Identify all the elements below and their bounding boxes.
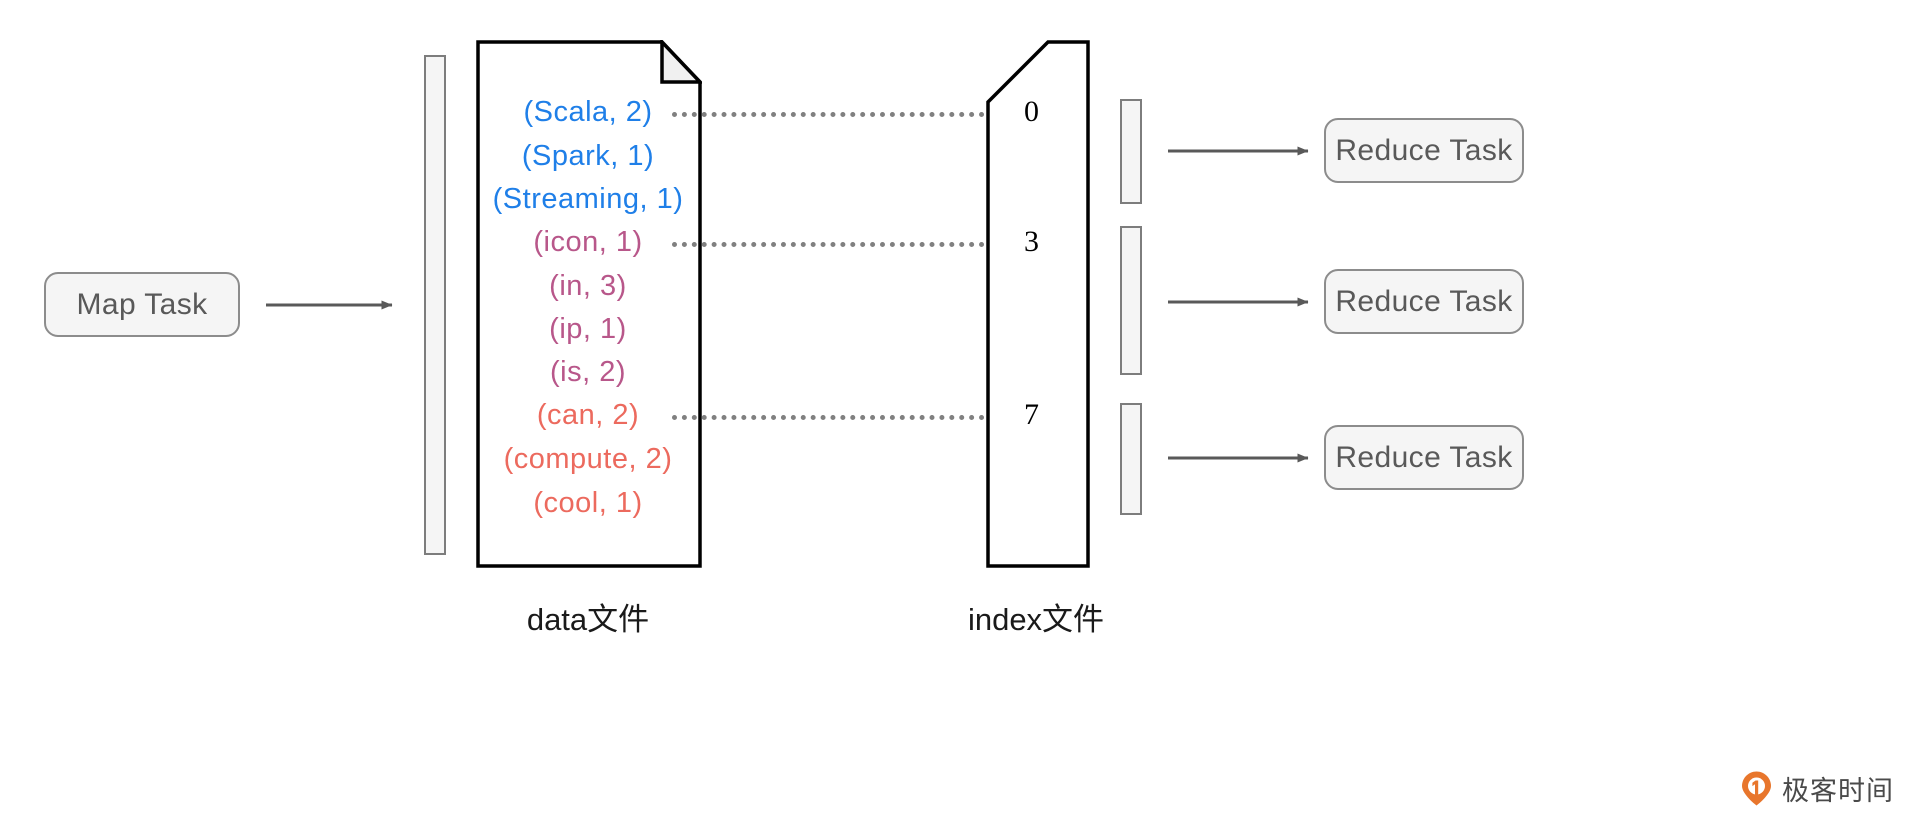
index-file-shape <box>986 40 1090 568</box>
data-record: (icon, 1) <box>533 226 643 258</box>
index-file-outline <box>986 40 1090 568</box>
data-record: (Streaming, 1) <box>492 183 684 215</box>
reduce-task-box-1[interactable]: Reduce Task <box>1324 118 1524 183</box>
dotted-connector-offset-7 <box>672 415 1024 420</box>
data-file-folded-corner <box>660 40 702 84</box>
index-offset: 0 <box>1024 95 1039 128</box>
reduce-task-label: Reduce Task <box>1335 133 1513 167</box>
data-record: (is, 2) <box>550 356 626 388</box>
data-record: (can, 2) <box>536 399 640 431</box>
partition-bracket-1 <box>1120 99 1142 204</box>
index-offset: 3 <box>1024 225 1039 258</box>
index-offset: 7 <box>1024 398 1039 431</box>
reduce-task-label: Reduce Task <box>1335 440 1513 474</box>
data-file-shape <box>476 40 702 568</box>
data-file-outline <box>476 40 702 568</box>
reduce-task-box-3[interactable]: Reduce Task <box>1324 425 1524 490</box>
data-file-bracket <box>424 55 446 555</box>
data-record: (ip, 1) <box>549 313 627 345</box>
reduce-task-box-2[interactable]: Reduce Task <box>1324 269 1524 334</box>
geek-time-pin-logo-icon <box>1742 771 1771 806</box>
dotted-connector-offset-0 <box>672 112 1024 117</box>
watermark: 极客时间 <box>1740 769 1894 808</box>
data-record: (Scala, 2) <box>523 96 653 128</box>
data-record: (compute, 2) <box>503 443 673 475</box>
reduce-task-label: Reduce Task <box>1335 284 1513 318</box>
partition-bracket-2 <box>1120 226 1142 375</box>
data-record: (cool, 1) <box>533 487 643 519</box>
data-record: (in, 3) <box>549 270 627 302</box>
data-record: (Spark, 1) <box>521 140 655 172</box>
watermark-text: 极客时间 <box>1782 776 1894 806</box>
data-file-caption: data文件 <box>526 602 650 637</box>
partition-bracket-3 <box>1120 403 1142 515</box>
map-task-label: Map Task <box>76 287 208 321</box>
dotted-connector-offset-3 <box>672 242 1024 247</box>
map-task-box[interactable]: Map Task <box>44 272 240 337</box>
index-file-caption: index文件 <box>967 602 1105 637</box>
